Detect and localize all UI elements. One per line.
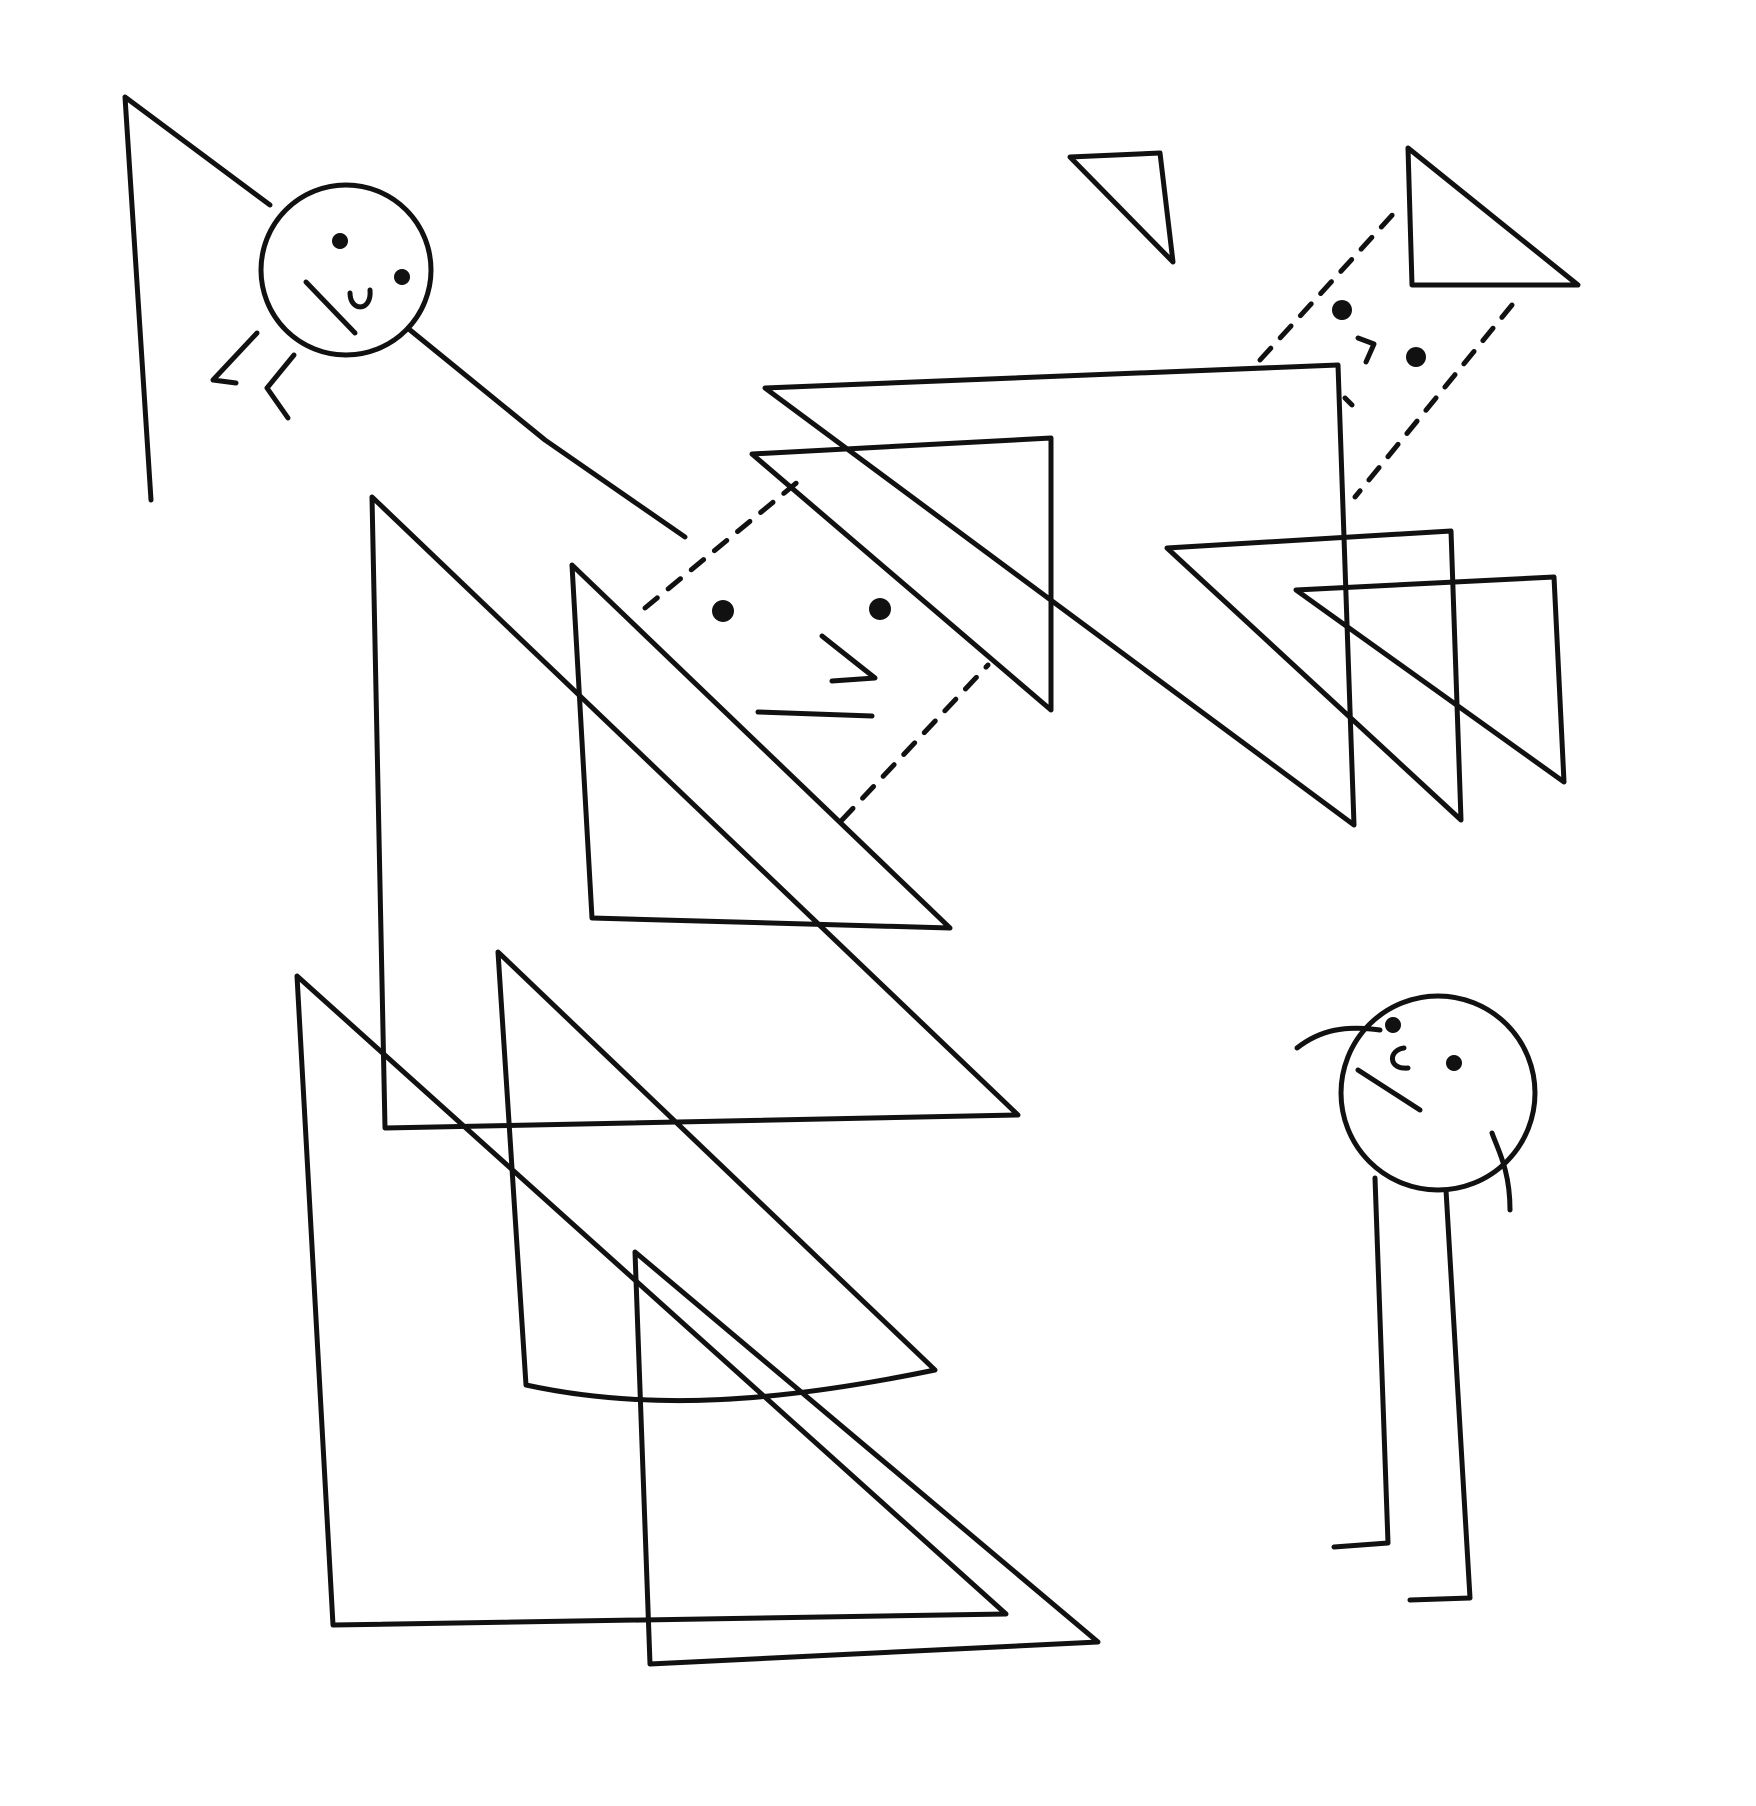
dashed-face-right	[1352, 302, 1515, 500]
dashed-face-left	[1257, 209, 1398, 363]
big-triangle-left	[369, 494, 1021, 1131]
figure-1-eye-right	[394, 269, 410, 285]
flag-triangle	[122, 94, 273, 503]
figure-2-eye-right	[1446, 1055, 1462, 1071]
face-triangle	[569, 562, 953, 931]
figure-1-eye-left	[332, 233, 348, 249]
face-eye-right	[869, 598, 891, 620]
figure-1-diagonal-body	[407, 327, 688, 540]
figure-1-head	[258, 182, 434, 358]
figure-2-head	[1338, 993, 1538, 1193]
figure-1-nose-line	[303, 279, 358, 336]
ink-lines	[122, 94, 1581, 1667]
dashed-box-top	[642, 477, 803, 611]
figure-2-leg-left	[1331, 1175, 1391, 1550]
figure-1-arm-lower	[264, 352, 297, 421]
figure-1-arm	[210, 330, 260, 386]
face-mouth	[755, 709, 875, 719]
mid-triangle	[749, 435, 1054, 713]
figure-2-eye-left	[1385, 1017, 1401, 1033]
figure-2-nose	[1390, 1045, 1411, 1071]
dashed-face-tick	[1342, 395, 1355, 408]
dashed-face-eye-left	[1332, 300, 1352, 320]
top-right-triangle	[1405, 145, 1581, 288]
face-eye-left	[712, 600, 734, 622]
figure-2-mouth	[1355, 1067, 1423, 1113]
bottom-triangle	[632, 1249, 1101, 1667]
right-triangle-b	[1293, 574, 1567, 785]
dashed-face-eye-right	[1406, 347, 1426, 367]
dashed-box-bottom	[839, 662, 991, 823]
figure-2-hair	[1294, 1025, 1383, 1051]
lower-mid-triangle	[495, 949, 938, 1404]
long-triangle	[762, 362, 1357, 828]
small-top-triangle	[1067, 150, 1176, 265]
lower-left-triangle	[294, 973, 1009, 1628]
figure-2-cheek	[1489, 1130, 1513, 1213]
figure-2-leg-right	[1407, 1187, 1473, 1603]
dashed-face-nose	[1355, 335, 1377, 365]
face-nose	[819, 633, 878, 684]
figure-1-mouth	[347, 287, 373, 310]
right-triangle-a	[1164, 528, 1464, 823]
